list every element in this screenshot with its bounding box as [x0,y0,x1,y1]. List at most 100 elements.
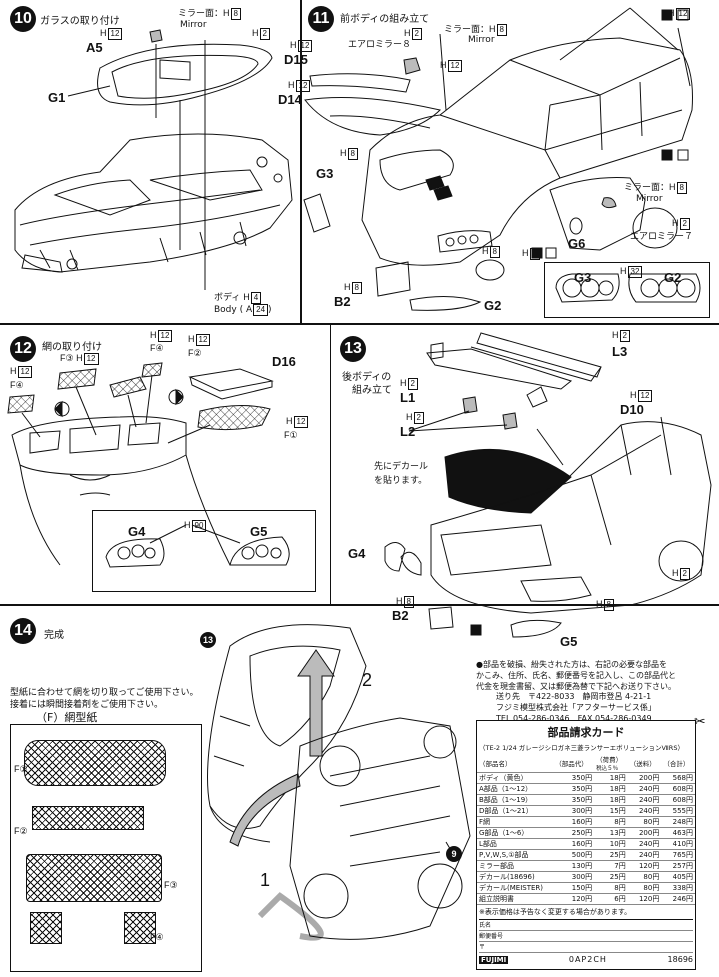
cell-packing: 10円 [594,838,628,850]
cell-total: 765円 [661,849,695,861]
step-14-drawing [207,624,471,941]
mesh-template-f1 [24,740,166,786]
f2-template-label: F② [14,826,28,836]
step-10-drawing [14,29,293,290]
f2-label: F② [188,348,202,358]
cell-price: 350円 [553,794,595,806]
f3-template-label: F③ [164,880,178,890]
cell-price: 350円 [553,772,595,784]
part-b2-label: B2 [392,608,409,623]
step-title: ガラスの取り付け [40,16,120,27]
cell-part: 組立説明書 [477,893,554,905]
step-title-line-2: 組み立て [352,385,392,396]
cell-shipping: 240円 [627,783,662,795]
part-l2-label: L2 [400,424,416,439]
step-12-drawing [7,362,290,568]
cell-packing: 25円 [594,849,628,861]
part-g3-label: G3 [316,166,334,181]
mesh-template-title: （F）網型紙 [36,711,98,724]
mesh-template-f3 [26,854,162,902]
mesh-template-f4-left [30,912,62,944]
mirror-label-2: Mirror [636,194,663,204]
zip-field[interactable]: 郵便番号 [479,931,693,942]
f4-template-label: F④ [150,932,164,942]
cell-total: 608円 [661,783,695,795]
part-g1-label: G1 [48,90,66,105]
cell-shipping: 240円 [627,794,662,806]
step-number: 12 [10,336,36,362]
table-header-row: （部品名） （部品代） （荷費）税込５％ （送料） （合計） [477,754,695,773]
card-title: 部品請求カード [547,726,625,739]
cell-price: 130円 [553,860,595,872]
price-change-note: ※表示価格は予告なく変更する場合があります。 [479,908,632,916]
mirror-label: Mirror [180,20,207,30]
header-shipping: （送料） [627,754,662,773]
cell-price: 150円 [553,882,595,894]
f1-template-label: F① [14,764,28,774]
cell-shipping: 200円 [627,827,662,839]
notice-line-3: 代金を現金書留、又は郵便為替で下記へお送り下さい。 [476,681,676,691]
part-g4-label: G4 [348,546,366,561]
step-13-drawing [384,332,712,638]
cut-note-line-2: 接着には瞬間接着剤をご使用下さい。 [10,700,164,710]
mesh-template-f4-right [124,912,156,944]
header-packing: （荷費）税込５％ [594,754,628,773]
part-d14-label: D14 [278,92,302,107]
cell-shipping: 80円 [627,816,662,828]
cell-shipping: 80円 [627,871,662,883]
cell-part: D部品（1〜21） [477,805,554,817]
header-price: （部品代） [553,754,595,773]
address-field[interactable]: 〒 [479,942,693,953]
cell-packing: 6円 [594,893,628,905]
step-number: 10 [10,6,36,32]
detail-g5-label: G5 [250,524,268,539]
cell-price: 500円 [553,849,595,861]
name-field[interactable]: 氏名 [479,920,693,931]
vertical-divider-top [300,0,302,323]
step-title: 前ボディの組み立て [340,14,430,25]
notice-phone: TEL 054-286-0346 FAX 054-286-0349 [496,713,652,723]
cell-part: F網 [477,816,554,828]
cell-total: 246円 [661,893,695,905]
cell-total: 568円 [661,772,695,784]
cell-packing: 8円 [594,816,628,828]
part-a5-label: A5 [86,40,103,55]
cell-price: 300円 [553,871,595,883]
cell-price: 120円 [553,893,595,905]
vertical-divider-middle [330,325,331,604]
card-footer: FUJIMI 0AP2CH 18696 [479,955,693,964]
cell-packing: 7円 [594,860,628,872]
parts-request-card: 部品請求カード （TE-2 1/24 ガレージシロガネ三菱ランサーエボリューショ… [476,720,696,970]
step-number: 11 [308,6,334,32]
step-number: 14 [10,618,36,644]
cell-part: L部品 [477,838,554,850]
arrow-2-label: 2 [362,670,373,690]
cell-packing: 8円 [594,882,628,894]
